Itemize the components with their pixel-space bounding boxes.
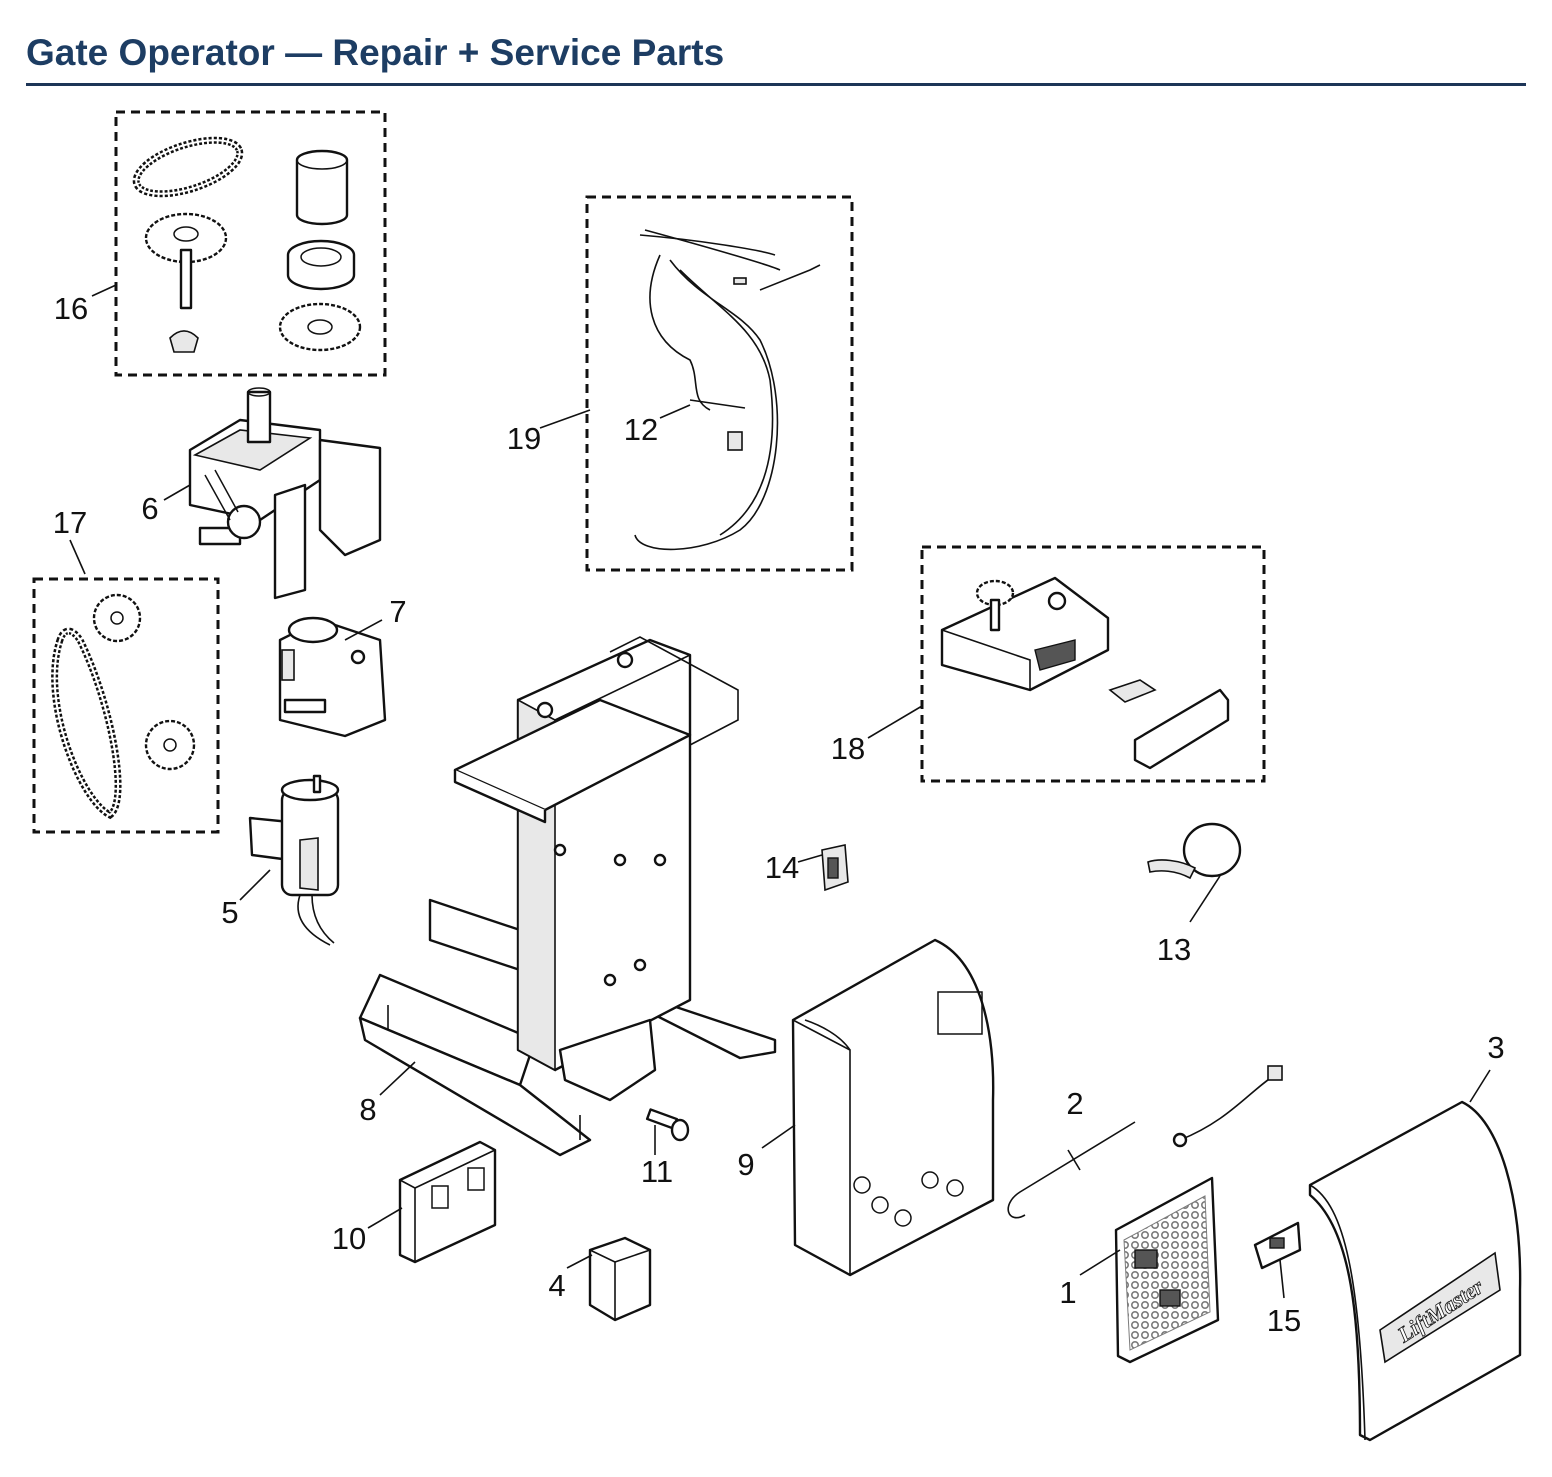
callout-11: 11 [641, 1154, 673, 1189]
chassis-frame-icon [358, 636, 777, 1157]
callout-6: 6 [141, 491, 158, 526]
callout-7: 7 [389, 594, 406, 629]
small-gearbox-icon [278, 616, 387, 738]
control-board-icon [1114, 1176, 1220, 1364]
callout-1: 1 [1059, 1275, 1076, 1310]
callout-9: 9 [737, 1147, 754, 1182]
callout-15: 15 [1267, 1303, 1301, 1338]
switch-icon [821, 844, 849, 892]
callout-17: 17 [53, 505, 87, 540]
wire-harness-icon [585, 195, 854, 572]
cover-icon: LiftMaster [1308, 1100, 1522, 1442]
electrical-box-icon [791, 938, 995, 1277]
capacitor-icon [1147, 822, 1242, 880]
cable-rod-icon [1007, 1065, 1283, 1219]
knob-icon [645, 1108, 690, 1142]
callout-18: 18 [831, 731, 865, 766]
callout-13: 13 [1157, 932, 1191, 967]
callout-3: 3 [1487, 1030, 1504, 1065]
transformer-icon [588, 1236, 652, 1322]
callout-12: 12 [624, 412, 658, 447]
chain-kit-icon [32, 577, 220, 834]
callout-labels: 1 2 3 4 5 6 7 8 9 10 11 12 13 14 15 16 1… [53, 291, 1505, 1338]
chain-sprocket-kit-icon [114, 110, 387, 377]
small-board-icon [1253, 1221, 1302, 1270]
gearbox-icon [188, 387, 382, 600]
limit-assembly-icon [920, 545, 1266, 783]
page-title: Gate Operator — Repair + Service Parts [26, 32, 725, 73]
callout-16: 16 [54, 291, 88, 326]
callout-5: 5 [221, 895, 238, 930]
callout-8: 8 [359, 1092, 376, 1127]
callout-2: 2 [1066, 1086, 1083, 1121]
callout-14: 14 [765, 850, 799, 885]
callout-10: 10 [332, 1221, 366, 1256]
page-header: Gate Operator — Repair + Service Parts [26, 28, 1526, 86]
callout-4: 4 [548, 1268, 565, 1303]
callout-19: 19 [507, 421, 541, 456]
motor-icon [248, 774, 340, 946]
outlet-icon [398, 1140, 497, 1264]
leader-lines [69, 284, 1491, 1299]
